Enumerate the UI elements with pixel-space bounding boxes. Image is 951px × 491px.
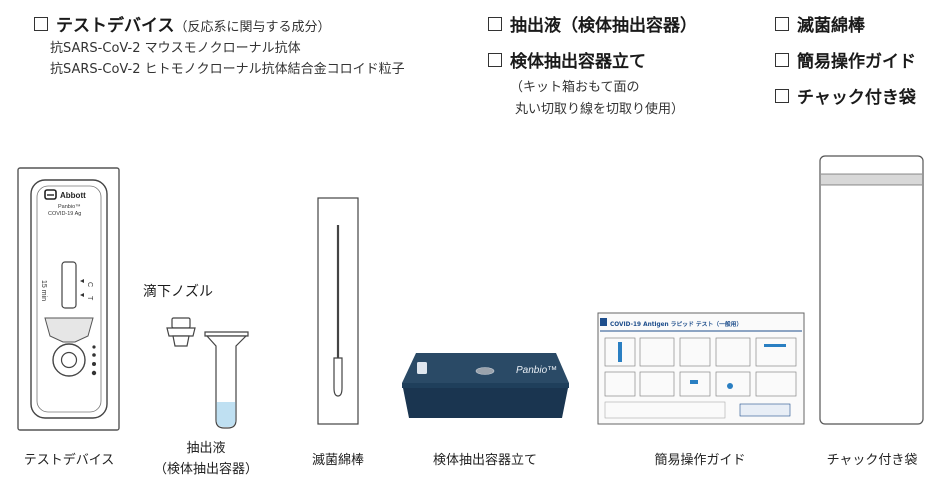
item-swab: 滅菌綿棒: [775, 11, 865, 36]
item-label: 滅菌綿棒: [797, 16, 865, 36]
dropper-nozzle-icon: [171, 317, 191, 329]
dropper-label: 滴下ノズル: [143, 283, 213, 300]
item-label: 抽出液（検体抽出容器）: [510, 16, 697, 36]
item-guide: 簡易操作ガイド: [775, 47, 916, 72]
result-window: [61, 261, 77, 309]
box-brand: Panbio™: [516, 365, 557, 376]
checkbox-icon: [488, 17, 502, 31]
device-brand: Abbott: [60, 191, 86, 200]
item-test-device: テストデバイス（反応系に関与する成分）: [34, 11, 331, 36]
device-model: COVID-19 Ag: [48, 211, 81, 217]
zip-bag-illustration: [819, 155, 924, 425]
device-time: 15 min: [40, 280, 47, 301]
item-note: （反応系に関与する成分）: [174, 20, 331, 35]
arrow-t-icon: [80, 293, 84, 297]
device-product: Panbio™: [58, 204, 81, 210]
guide-title: COVID-19 Antigen ラピッド テスト（一般用）: [610, 320, 742, 328]
checkbox-icon: [775, 17, 789, 31]
caption-tube-stand: 検体抽出容器立て: [432, 453, 537, 468]
extraction-tube-illustration: [166, 317, 249, 429]
item-label: チャック付き袋: [797, 88, 916, 108]
test-device-illustration: Abbott Panbio™ COVID-19 Ag C T 15 min: [17, 167, 120, 431]
tube-hole: [475, 367, 495, 375]
contents-list: テストデバイス（反応系に関与する成分） 抗SARS-CoV-2 マウスモノクロー…: [0, 0, 951, 130]
component-2: 抗SARS-CoV-2 ヒトモノクローナル抗体結合金コロイド粒子: [50, 62, 405, 77]
caption-extraction-1: 抽出液: [186, 441, 226, 456]
caption-extraction-2: （検体抽出容器）: [153, 462, 258, 477]
extraction-fluid: [216, 402, 236, 427]
caption-guide: 簡易操作ガイド: [654, 453, 746, 468]
caption-swab: 滅菌綿棒: [311, 453, 364, 468]
item-label: テストデバイス: [56, 16, 175, 36]
caption-zip-bag: チャック付き袋: [826, 453, 918, 468]
mark-t: T: [86, 296, 93, 301]
tube-stand-note-1: （キット箱おもて面の: [510, 80, 640, 95]
drop-marks-icon: [91, 345, 97, 376]
checkbox-icon: [775, 53, 789, 67]
mark-c: C: [86, 282, 93, 287]
item-label: 簡易操作ガイド: [797, 52, 916, 72]
guide-illustration: COVID-19 Antigen ラピッド テスト（一般用）: [597, 312, 805, 425]
arrow-c-icon: [80, 279, 84, 283]
tube-stand-illustration: Panbio™: [402, 353, 569, 418]
item-label: 検体抽出容器立て: [510, 52, 646, 72]
checkbox-icon: [34, 17, 48, 31]
caption-test-device: テストデバイス: [23, 453, 115, 468]
abbott-logo-icon: [417, 362, 427, 374]
tube-stand-note-2: 丸い切取り線を切取り使用）: [515, 102, 685, 117]
swab-illustration: [317, 197, 359, 425]
checkbox-icon: [488, 53, 502, 67]
item-tube-stand: 検体抽出容器立て: [488, 47, 646, 72]
zip-seal: [821, 174, 922, 185]
swab-stick-icon: [333, 357, 343, 397]
item-extraction-fluid: 抽出液（検体抽出容器）: [488, 11, 697, 36]
checkbox-icon: [775, 89, 789, 103]
component-1: 抗SARS-CoV-2 マウスモノクローナル抗体: [50, 41, 301, 56]
item-zip-bag: チャック付き袋: [775, 83, 916, 108]
abbott-logo-icon: [44, 189, 57, 200]
